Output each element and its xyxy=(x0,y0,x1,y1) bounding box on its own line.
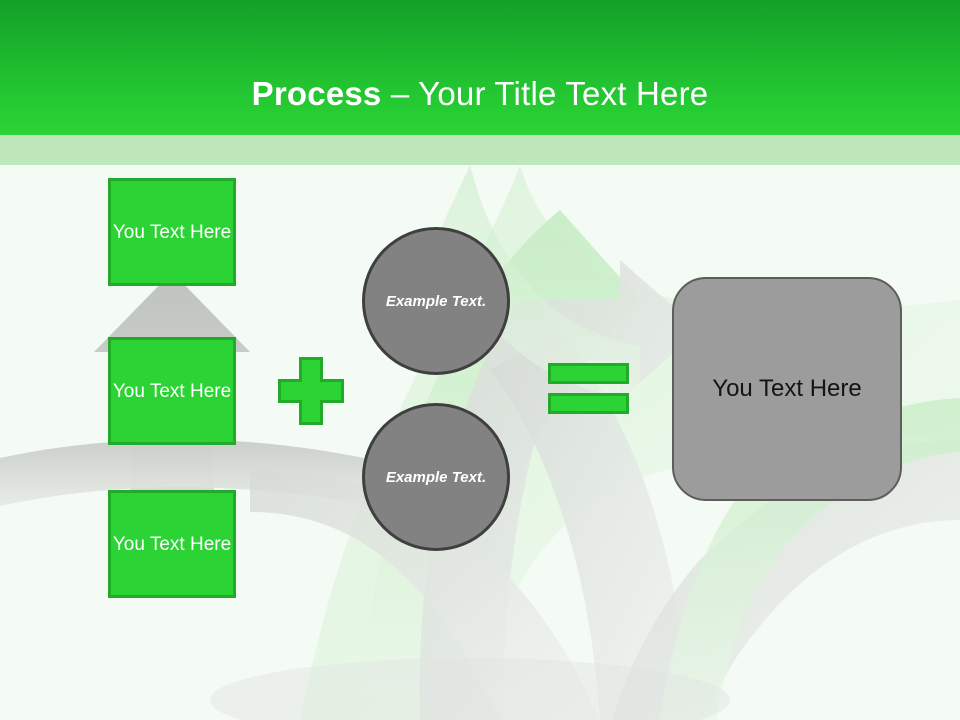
input-box-1[interactable]: You Text Here xyxy=(108,178,236,286)
slide-title-rest: – Your Title Text Here xyxy=(381,75,709,113)
equals-operator-icon xyxy=(548,363,629,414)
gray-ribbon-right xyxy=(490,330,690,720)
input-box-2[interactable]: You Text Here xyxy=(108,337,236,445)
plus-operator-icon xyxy=(278,357,344,425)
example-circle-2-label: Example Text. xyxy=(385,468,487,486)
header-accent-stripe xyxy=(0,135,960,165)
input-box-1-label: You Text Here xyxy=(112,221,232,243)
equals-bar-bottom xyxy=(548,393,629,414)
result-panel-label: You Text Here xyxy=(712,375,862,402)
slide-title-strong: Process xyxy=(251,75,382,113)
input-box-3-label: You Text Here xyxy=(112,533,232,555)
result-panel[interactable]: You Text Here xyxy=(672,277,902,501)
slide-title: Process – Your Title Text Here xyxy=(0,74,960,114)
gray-swoosh-center xyxy=(250,470,600,720)
input-box-2-label: You Text Here xyxy=(112,380,232,402)
center-shadow xyxy=(210,658,730,720)
header-band xyxy=(0,0,960,135)
plus-inner-vertical xyxy=(302,360,320,422)
example-circle-1-label: Example Text. xyxy=(385,292,487,310)
equals-bar-top xyxy=(548,363,629,384)
example-circle-2[interactable]: Example Text. xyxy=(362,403,510,551)
example-circle-1[interactable]: Example Text. xyxy=(362,227,510,375)
green-sweep-lower-right xyxy=(660,398,960,720)
green-column-center xyxy=(440,165,640,400)
input-box-3[interactable]: You Text Here xyxy=(108,490,236,598)
